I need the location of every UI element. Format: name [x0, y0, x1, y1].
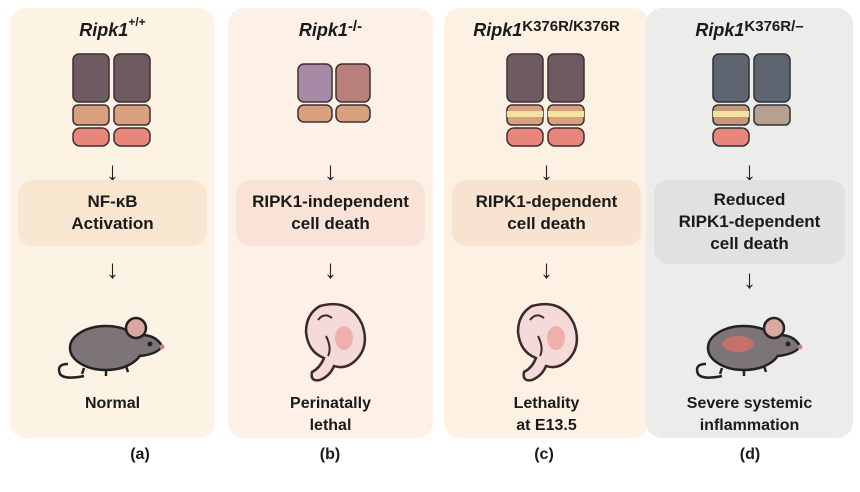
- phenotype: Severe systemic inflammation: [646, 393, 853, 437]
- ripk1-protein-diagram: [10, 48, 215, 153]
- pathway-step: NF-κB Activation: [18, 180, 207, 246]
- gene-name: Ripk1: [79, 20, 129, 40]
- panel-letter-b: (b): [319, 446, 341, 463]
- phenotype-line: Normal: [84, 395, 141, 412]
- pathway-step: RIPK1-independent cell death: [236, 180, 425, 246]
- panel-d: Ripk1K376R/– ↓ Reduced RIPK1-dependent c…: [646, 8, 853, 438]
- down-arrow-icon: ↓: [324, 156, 337, 186]
- gene-name: Ripk1: [695, 20, 745, 40]
- panel-a-title: Ripk1+/+: [10, 15, 215, 41]
- panel-a: Ripk1+/+ ↓ NF-κB Activation ↓ Norma: [10, 8, 215, 438]
- panel-letter-a: (a): [130, 446, 150, 463]
- panel-letter-c: (c): [534, 446, 554, 463]
- step-line: Activation: [71, 214, 154, 233]
- ripk1-protein-diagram: [228, 48, 433, 153]
- embryo-icon: [228, 298, 433, 388]
- ripk1-protein-diagram: [444, 48, 649, 153]
- step-line: RIPK1-independent: [252, 192, 409, 211]
- phenotype-line: Perinatally: [290, 395, 371, 412]
- genotype: +/+: [128, 15, 146, 29]
- genotype: K376R/–: [744, 18, 804, 35]
- phenotype-line: at E13.5: [516, 417, 577, 434]
- pathway-step: Reduced RIPK1-dependent cell death: [654, 180, 845, 264]
- panel-c-title: Ripk1K376R/K376R: [444, 18, 649, 41]
- genotype: -/-: [347, 18, 363, 35]
- mouse-icon: [10, 298, 215, 388]
- down-arrow-icon: ↓: [106, 156, 119, 186]
- step-line: cell death: [291, 214, 370, 233]
- inflamed-mouse-icon: [646, 298, 853, 388]
- step-line: NF-κB: [87, 192, 138, 211]
- phenotype: Lethality at E13.5: [444, 393, 649, 437]
- step-line: Reduced: [713, 190, 786, 209]
- panel-d-title: Ripk1K376R/–: [646, 18, 853, 41]
- panel-b: Ripk1-/- ↓ RIPK1-independent cell death …: [228, 8, 433, 438]
- phenotype-line: Severe systemic: [686, 395, 813, 412]
- phenotype: Normal: [10, 393, 215, 415]
- step-line: cell death: [710, 234, 789, 253]
- panel-c: Ripk1K376R/K376R ↓ RIPK1-dependent cell …: [444, 8, 649, 438]
- panel-letter-d: (d): [739, 446, 761, 463]
- genotype: K376R/K376R: [522, 18, 620, 35]
- phenotype-line: inflammation: [699, 417, 800, 434]
- down-arrow-icon: ↓: [743, 156, 756, 186]
- gene-name: Ripk1: [473, 20, 523, 40]
- phenotype-line: lethal: [309, 417, 352, 434]
- down-arrow-icon: ↓: [106, 254, 119, 284]
- gene-name: Ripk1: [298, 20, 348, 40]
- down-arrow-icon: ↓: [540, 254, 553, 284]
- down-arrow-icon: ↓: [324, 254, 337, 284]
- step-line: cell death: [507, 214, 586, 233]
- down-arrow-icon: ↓: [743, 264, 756, 294]
- embryo-icon: [444, 298, 649, 388]
- panel-b-title: Ripk1-/-: [228, 18, 433, 41]
- pathway-step: RIPK1-dependent cell death: [452, 180, 641, 246]
- step-line: RIPK1-dependent: [475, 192, 618, 211]
- phenotype: Perinatally lethal: [228, 393, 433, 437]
- step-line: RIPK1-dependent: [678, 212, 821, 231]
- ripk1-protein-diagram: [646, 48, 853, 153]
- down-arrow-icon: ↓: [540, 156, 553, 186]
- phenotype-line: Lethality: [513, 395, 580, 412]
